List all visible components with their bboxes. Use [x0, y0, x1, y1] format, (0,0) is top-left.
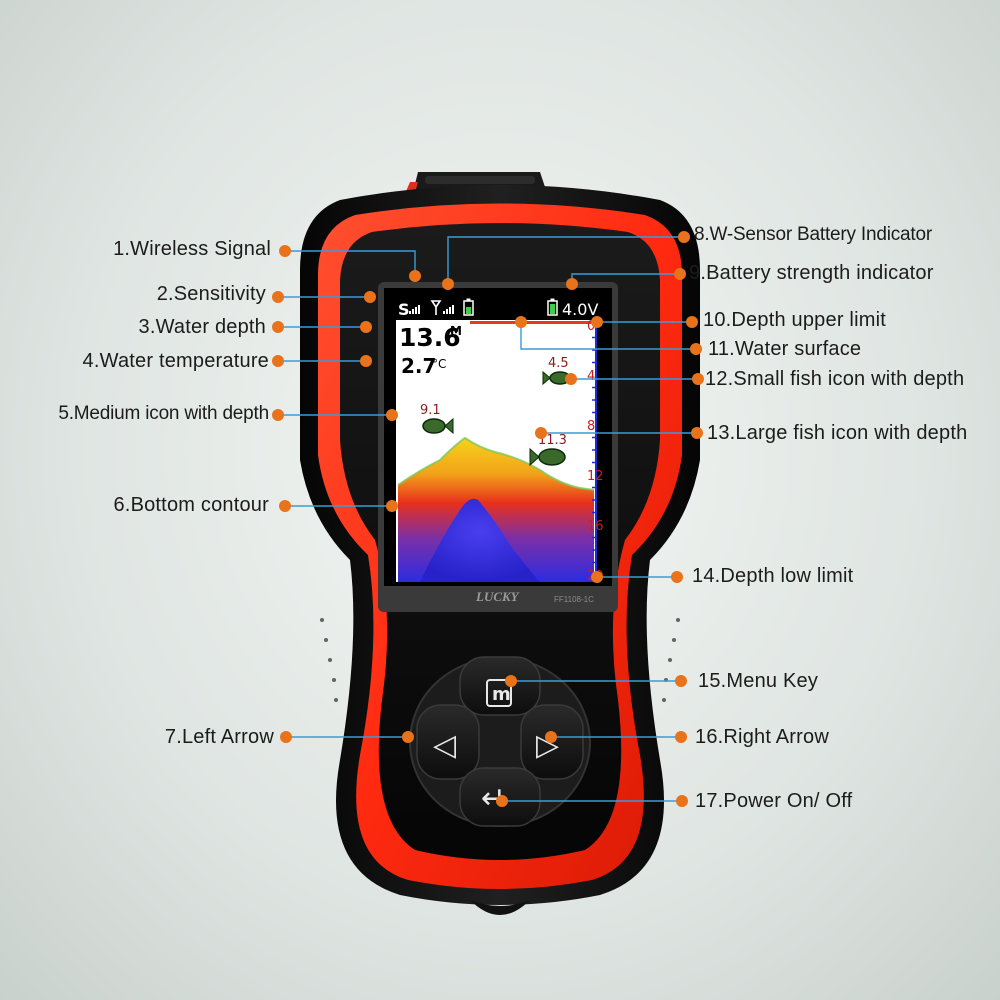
callout-menu-key: 15.Menu Key — [698, 670, 819, 692]
scale-tick-label: 8 — [587, 419, 595, 434]
marker-dot — [279, 500, 291, 512]
scale-tick-label: 12 — [587, 469, 604, 484]
marker-dot — [279, 245, 291, 257]
scale-tick-label: 0 — [587, 319, 595, 334]
marker-dot — [515, 316, 527, 328]
marker-dot — [675, 675, 687, 687]
left-arrow-key[interactable]: ◁ — [416, 704, 480, 780]
callout-w-sensor-battery: 8.W-Sensor Battery Indicator — [694, 224, 932, 245]
fish-depth-medium: 9.1 — [420, 403, 441, 418]
scale-tick-label: 16 — [587, 519, 604, 534]
marker-dot — [360, 355, 372, 367]
top-latch-ridge — [425, 176, 535, 184]
callout-battery-strength: 9.Battery strength indicator — [689, 262, 934, 284]
marker-dot — [565, 373, 577, 385]
marker-dot — [686, 316, 698, 328]
callout-depth-upper-limit: 10.Depth upper limit — [703, 309, 886, 331]
marker-dot — [272, 321, 284, 333]
marker-dot — [409, 270, 421, 282]
callout-water-surface: 11.Water surface — [708, 338, 862, 360]
marker-dot — [360, 321, 372, 333]
marker-dot — [671, 571, 683, 583]
fish-icon-medium — [422, 417, 454, 435]
callout-left-arrow: 7.Left Arrow — [164, 726, 274, 748]
callout-water-temperature: 4.Water temperature — [82, 350, 269, 372]
fish-depth-small: 4.5 — [548, 356, 569, 371]
model-number: FF1108-1C — [554, 595, 594, 604]
left-arrow-glyph: ◁ — [433, 728, 456, 763]
menu-key[interactable]: m — [459, 656, 541, 716]
signal-indicator: S — [398, 300, 410, 319]
marker-dot — [675, 731, 687, 743]
leader-wireless-signal — [285, 250, 416, 276]
marker-dot — [364, 291, 376, 303]
marker-dot — [692, 373, 704, 385]
marker-dot — [535, 427, 547, 439]
leader-water-surface — [520, 322, 696, 350]
scale-tick-label: 4 — [587, 369, 595, 384]
callout-right-arrow: 16.Right Arrow — [695, 726, 829, 748]
marker-dot — [674, 268, 686, 280]
callout-depth-low-limit: 14.Depth low limit — [692, 565, 854, 587]
battery-voltage: 4.0V — [562, 300, 598, 319]
callout-small-fish-icon: 12.Small fish icon with depth — [705, 368, 965, 390]
leader-w-sensor — [447, 236, 684, 284]
marker-dot — [272, 291, 284, 303]
water-surface-line — [470, 321, 596, 324]
fish-icon-large — [529, 447, 566, 467]
bottom-contour-core — [420, 498, 540, 582]
marker-dot — [678, 231, 690, 243]
temperature-unit: °C — [432, 357, 446, 371]
battery-strength-icon — [547, 298, 558, 316]
marker-dot — [691, 427, 703, 439]
menu-key-glyph: m — [492, 684, 511, 705]
temperature-readout: 2.7 — [401, 354, 436, 378]
marker-dot — [272, 409, 284, 421]
lanyard-loop — [470, 900, 530, 915]
leader-lines — [278, 236, 698, 802]
callout-bottom-contour: 6.Bottom contour — [113, 494, 269, 516]
callout-wireless-signal: 1.Wireless Signal — [113, 238, 271, 260]
marker-dot — [442, 278, 454, 290]
callout-water-depth: 3.Water depth — [138, 316, 266, 338]
brand-logo: LUCKY — [475, 589, 520, 604]
marker-dot — [505, 675, 517, 687]
marker-dot — [402, 731, 414, 743]
grip-texture — [320, 618, 680, 702]
bottom-contour-edge — [397, 436, 595, 491]
marker-dot — [676, 795, 688, 807]
antenna-bars — [443, 305, 454, 314]
callout-large-fish-icon: 13.Large fish icon with depth — [707, 422, 968, 444]
marker-dot — [386, 500, 398, 512]
marker-dot — [496, 795, 508, 807]
marker-dot — [280, 731, 292, 743]
antenna-icon — [430, 300, 442, 315]
marker-dot — [591, 571, 603, 583]
callout-power-on-off: 17.Power On/ Off — [695, 790, 853, 812]
callout-sensitivity: 2.Sensitivity — [156, 283, 266, 305]
callout-medium-icon: 5.Medium icon with depth — [58, 403, 269, 424]
marker-dot — [386, 409, 398, 421]
depth-readout: 13.6 — [399, 323, 461, 352]
signal-bars — [409, 305, 420, 314]
marker-dot — [566, 278, 578, 290]
marker-dot — [545, 731, 557, 743]
w-sensor-battery-icon — [463, 298, 474, 316]
marker-dot — [690, 343, 702, 355]
marker-dot — [272, 355, 284, 367]
depth-unit: M — [450, 324, 462, 338]
marker-dot — [591, 316, 603, 328]
